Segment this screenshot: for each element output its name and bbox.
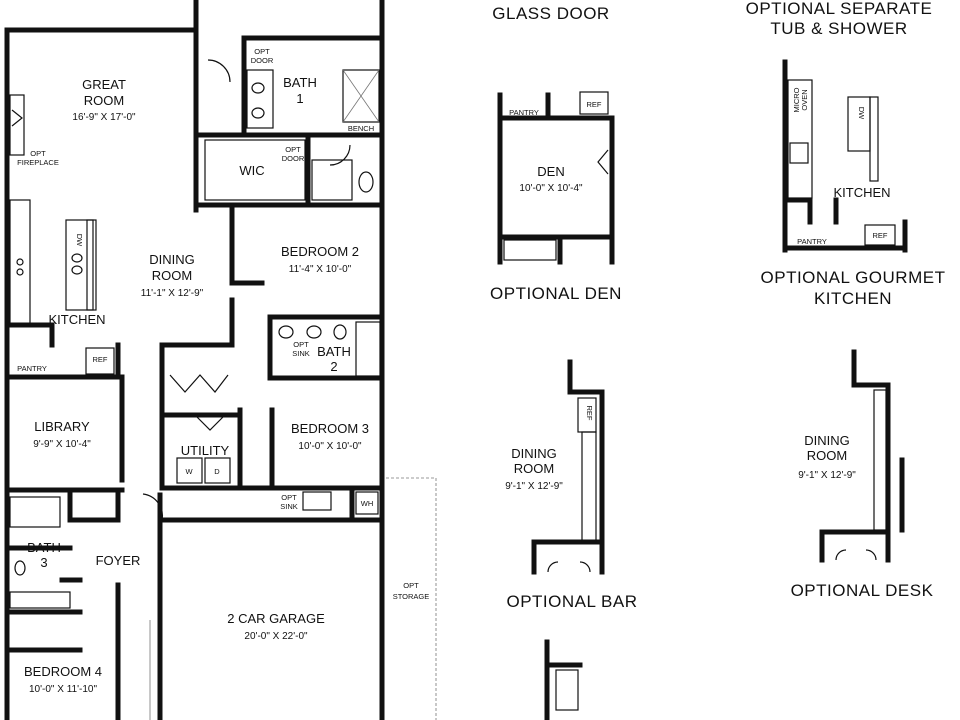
glass-door-title: GLASS DOOR — [492, 4, 609, 23]
optional-desk-title: OPTIONAL DESK — [791, 581, 934, 600]
bedroom2-label: BEDROOM 2 — [281, 244, 359, 259]
bedroom3-dims: 10'-0" X 10'-0" — [298, 441, 362, 452]
library-dims: 9'-9" X 10'-4" — [33, 439, 91, 450]
main-plan-walls — [4, 0, 385, 720]
wic-label: WIC — [239, 163, 264, 178]
ref-label: REF — [93, 355, 108, 364]
bedroom4-label: BEDROOM 4 — [24, 664, 102, 679]
den-label: DEN — [537, 164, 564, 179]
dryer-label: D — [214, 467, 220, 476]
den-dims: 10'-0" X 10'-4" — [519, 183, 583, 194]
great-room-dims: 16'-9" X 17'-0" — [72, 112, 136, 123]
pantry-label: PANTRY — [17, 364, 47, 373]
gourmet-ref-label: REF — [873, 231, 888, 240]
main-plan-fixtures — [9, 59, 437, 720]
optional-den-plan: PANTRY REF DEN 10'-0" X 10'-4" — [497, 91, 615, 265]
library-label: LIBRARY — [34, 419, 90, 434]
garage-dims: 20'-0" X 22'-0" — [244, 631, 308, 642]
gourmet-kitchen-label: KITCHEN — [833, 185, 890, 200]
bench-label: BENCH — [348, 124, 374, 133]
desk-dining-dims: 9'-1" X 12'-9" — [798, 470, 856, 481]
optional-den-title: OPTIONAL DEN — [490, 284, 622, 303]
bar-dining-dims: 9'-1" X 12'-9" — [505, 481, 563, 492]
gourmet-pantry-label: PANTRY — [797, 237, 827, 246]
bedroom2-dims: 11'-4" X 10'-0" — [289, 264, 352, 275]
kitchen-label: KITCHEN — [48, 312, 105, 327]
den-ref-label: REF — [587, 100, 602, 109]
utility-label: UTILITY — [181, 443, 230, 458]
great-room-label: GREAT — [82, 77, 126, 92]
garage-label: 2 CAR GARAGE — [227, 611, 325, 626]
optional-bar-title: OPTIONAL BAR — [506, 592, 637, 611]
gourmet-dw-label: DW — [857, 107, 866, 120]
washer-label: W — [185, 467, 193, 476]
bedroom3-label: BEDROOM 3 — [291, 421, 369, 436]
gourmet-micro-label: MICROOVEN — [792, 87, 809, 112]
dw-label: DW — [75, 234, 84, 247]
gourmet-kitchen-plan: MICROOVEN DW KITCHEN PANTRY REF — [782, 59, 908, 253]
dining-room-dims: 11'-1" X 12'-9" — [141, 288, 204, 299]
wh-label: WH — [361, 499, 374, 508]
den-pantry-label: PANTRY — [509, 108, 539, 117]
bedroom4-dims: 10'-0" X 11'-10" — [29, 684, 97, 695]
foyer-label: FOYER — [96, 553, 141, 568]
partial-plan-bottom — [544, 639, 583, 720]
bar-ref-label: REF — [585, 406, 594, 421]
